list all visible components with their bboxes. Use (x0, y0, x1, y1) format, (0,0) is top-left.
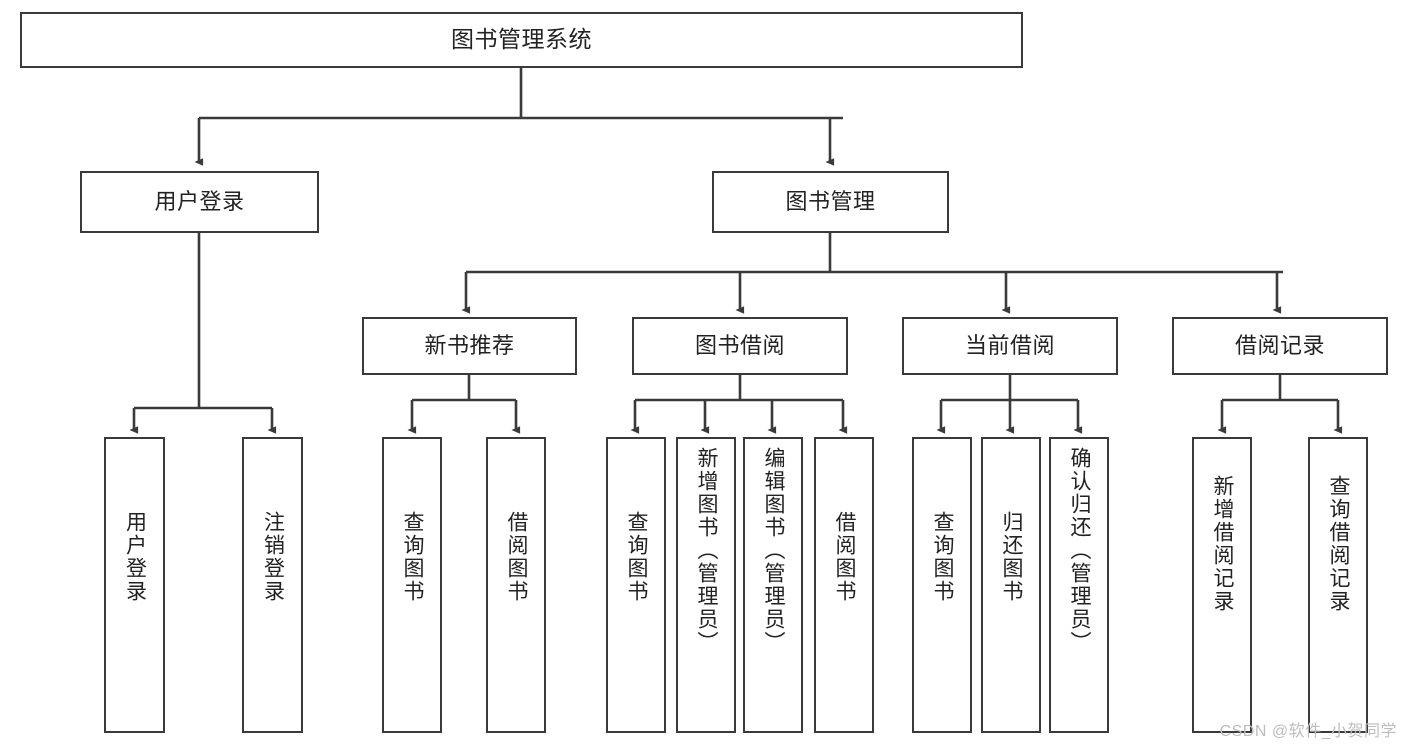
node-user-login[interactable]: 用户登录 (80, 171, 319, 233)
leaf-query-book-2[interactable]: 查询图书 (606, 437, 666, 733)
leaf-user-logout[interactable]: 注销登录 (242, 437, 303, 733)
leaf-add-record-label: 新增借阅记录 (1211, 475, 1235, 613)
node-new-book-recommend[interactable]: 新书推荐 (362, 317, 577, 375)
node-book-manage[interactable]: 图书管理 (712, 171, 949, 233)
watermark: CSDN @软件_小贺同学 (1219, 723, 1397, 740)
leaf-confirm-return-label: 确认归还（管理员） (1068, 447, 1092, 654)
leaf-return-book-label: 归还图书 (1000, 511, 1024, 603)
node-current-borrow[interactable]: 当前借阅 (902, 317, 1118, 375)
node-borrow-record[interactable]: 借阅记录 (1172, 317, 1388, 375)
node-root-label: 图书管理系统 (451, 26, 592, 53)
leaf-confirm-return[interactable]: 确认归还（管理员） (1049, 437, 1109, 733)
node-book-borrow-label: 图书借阅 (694, 332, 785, 358)
node-new-book-recommend-label: 新书推荐 (424, 332, 515, 358)
leaf-query-book-3[interactable]: 查询图书 (912, 437, 972, 733)
leaf-query-record-label: 查询借阅记录 (1327, 475, 1351, 613)
node-user-login-label: 用户登录 (154, 188, 245, 214)
leaf-add-record[interactable]: 新增借阅记录 (1192, 437, 1252, 733)
leaf-user-login[interactable]: 用户登录 (104, 437, 165, 733)
node-borrow-record-label: 借阅记录 (1234, 332, 1325, 358)
leaf-query-book-1-label: 查询图书 (401, 511, 425, 603)
leaf-query-book-3-label: 查询图书 (931, 511, 955, 603)
node-current-borrow-label: 当前借阅 (964, 332, 1055, 358)
leaf-edit-book[interactable]: 编辑图书（管理员） (743, 437, 803, 733)
leaf-query-book-1[interactable]: 查询图书 (382, 437, 442, 733)
leaf-user-login-label: 用户登录 (123, 511, 147, 603)
leaf-borrow-book-1[interactable]: 借阅图书 (486, 437, 546, 733)
leaf-user-logout-label: 注销登录 (261, 511, 285, 603)
node-root[interactable]: 图书管理系统 (20, 12, 1023, 68)
leaf-add-book[interactable]: 新增图书（管理员） (676, 437, 736, 733)
leaf-borrow-book-2[interactable]: 借阅图书 (814, 437, 874, 733)
node-book-manage-label: 图书管理 (785, 188, 876, 214)
leaf-edit-book-label: 编辑图书（管理员） (762, 447, 786, 654)
leaf-borrow-book-1-label: 借阅图书 (505, 511, 529, 603)
node-book-borrow[interactable]: 图书借阅 (632, 317, 848, 375)
leaf-borrow-book-2-label: 借阅图书 (833, 511, 857, 603)
leaf-return-book[interactable]: 归还图书 (981, 437, 1041, 733)
leaf-query-record[interactable]: 查询借阅记录 (1308, 437, 1368, 733)
leaf-query-book-2-label: 查询图书 (625, 511, 649, 603)
leaf-add-book-label: 新增图书（管理员） (695, 447, 719, 654)
